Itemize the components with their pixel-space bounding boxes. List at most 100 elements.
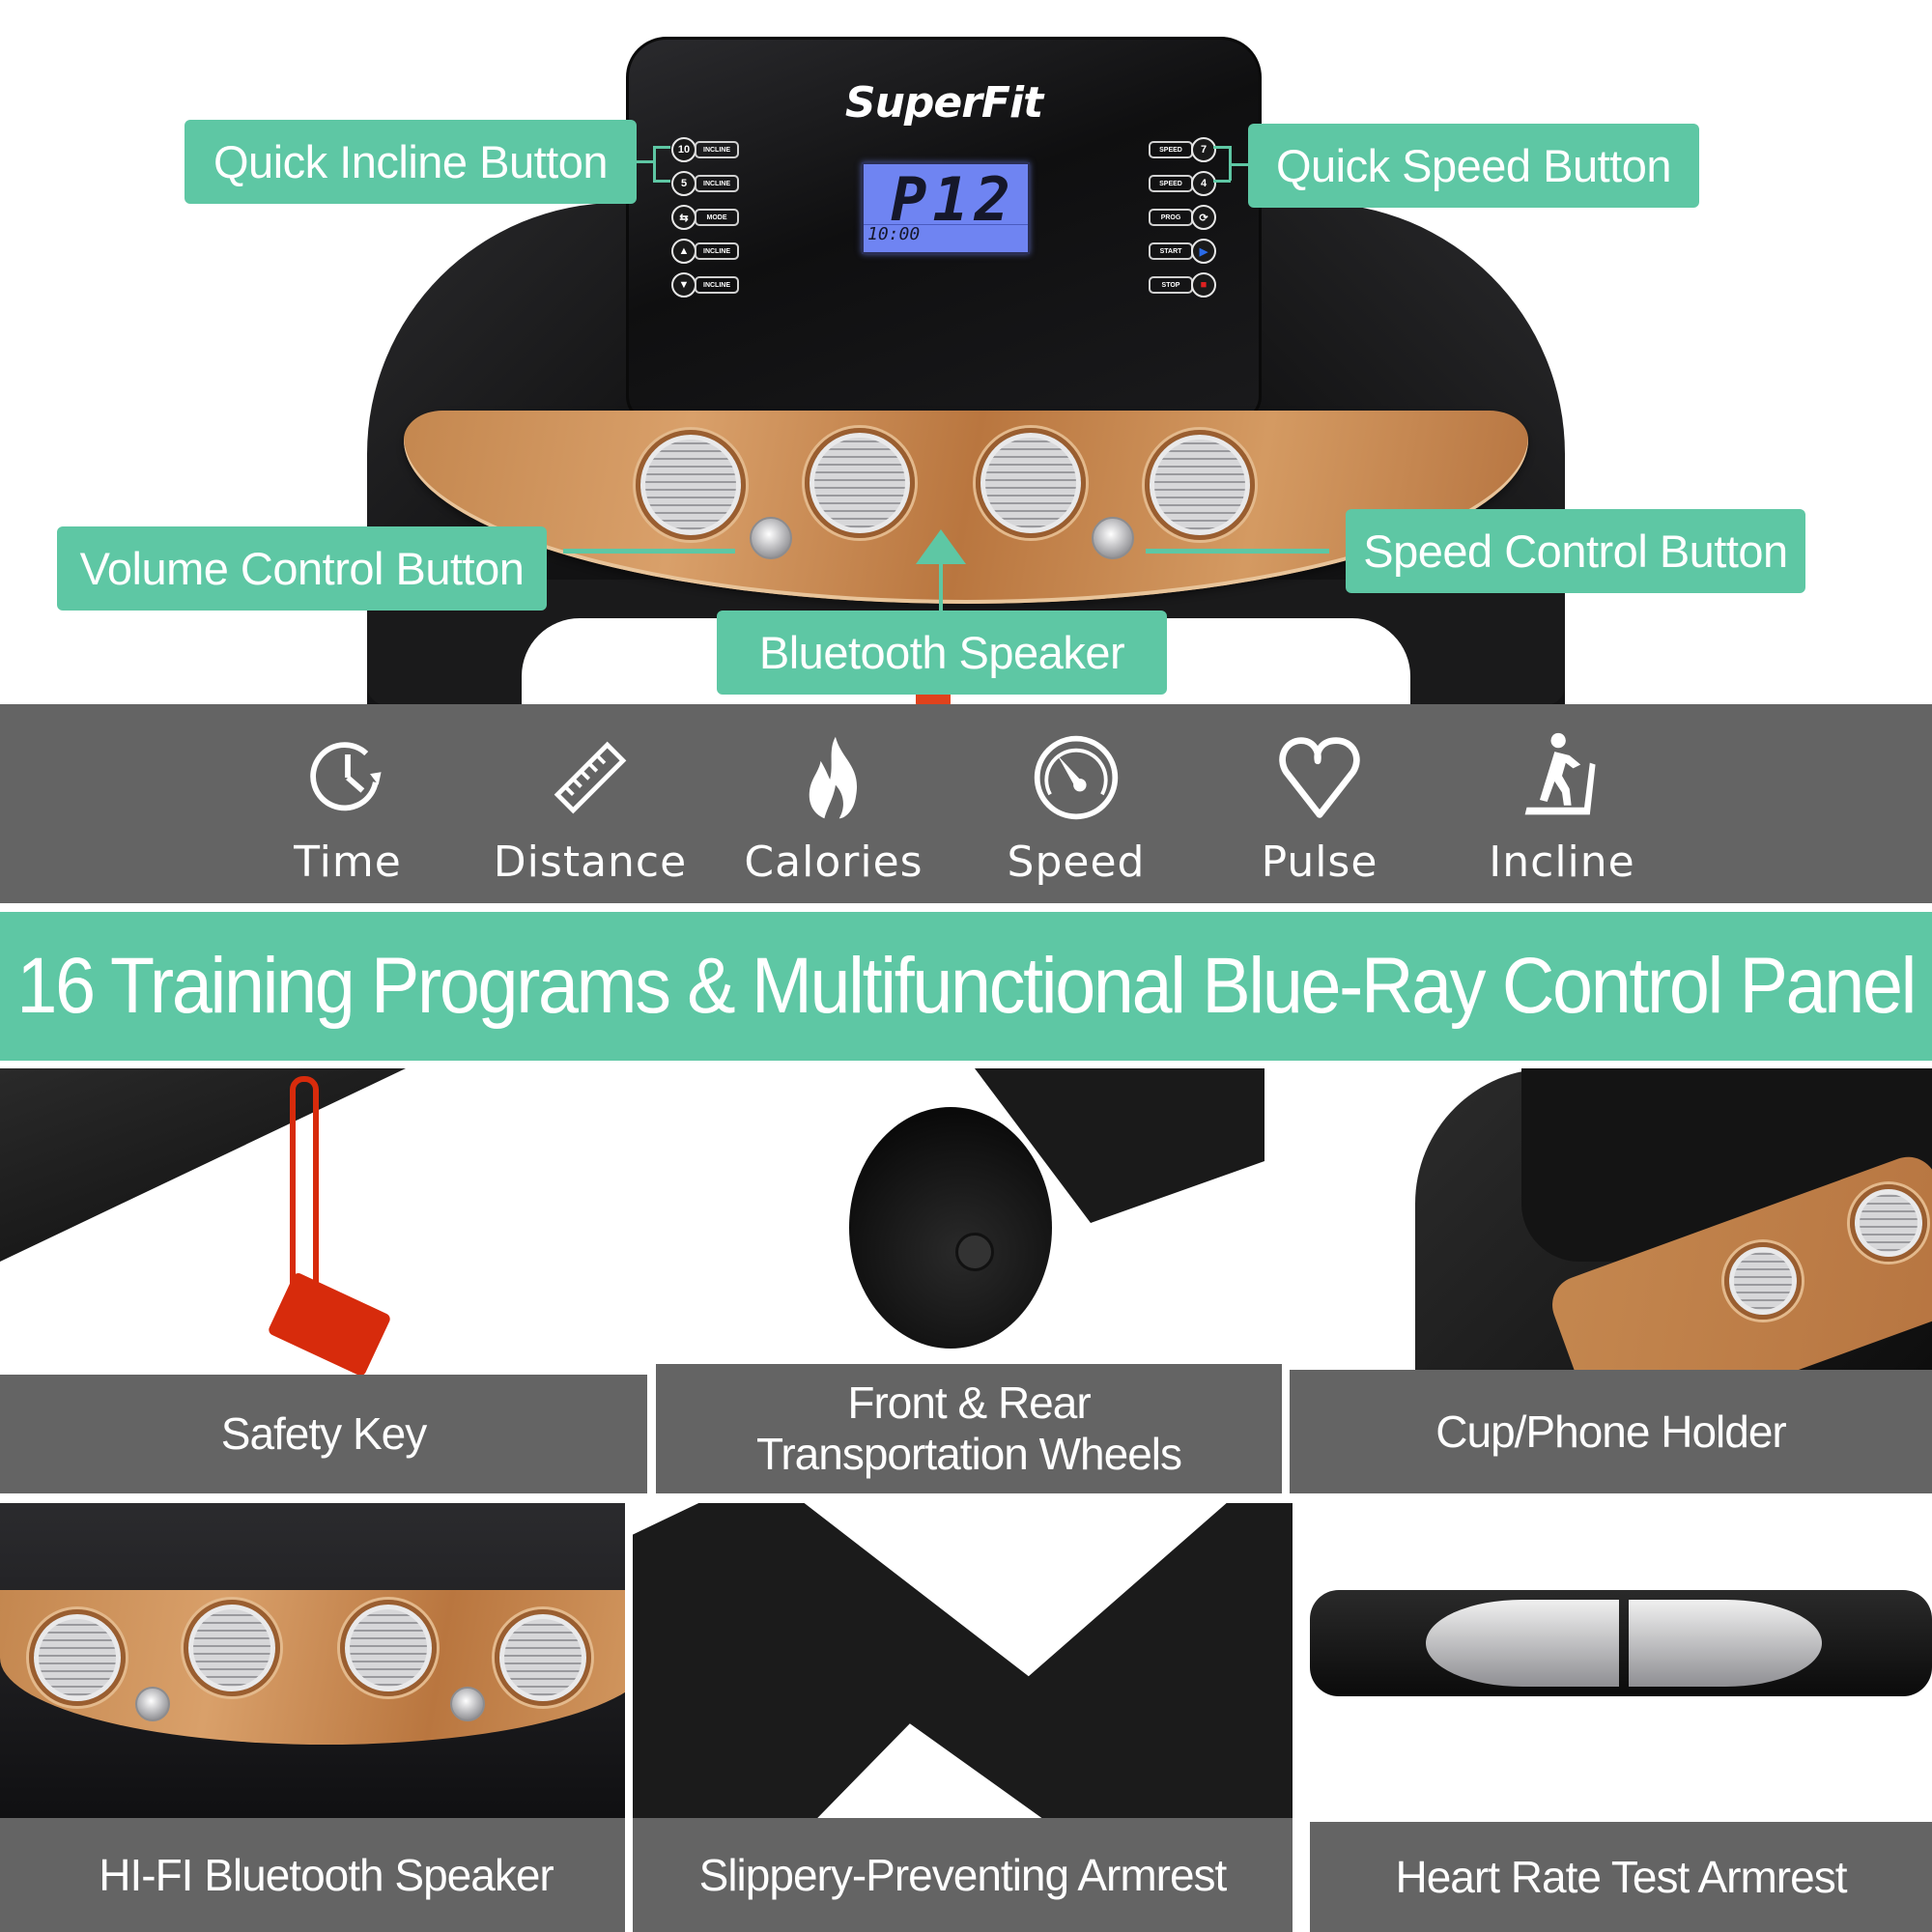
feature-caption: Cup/Phone Holder xyxy=(1290,1370,1932,1493)
caption-text: Safety Key xyxy=(220,1408,427,1460)
button-pill: INCLINE xyxy=(695,175,739,192)
button-pill: INCLINE xyxy=(695,276,739,294)
leader-line xyxy=(653,146,670,149)
feature-tile-wheels: Front & Rear Transportation Wheels xyxy=(656,1068,1282,1493)
button-pill: SPEED xyxy=(1149,141,1193,158)
clock-icon xyxy=(310,742,382,811)
feature-caption: Slippery-Preventing Armrest xyxy=(633,1818,1293,1932)
caption-text: Cup/Phone Holder xyxy=(1435,1406,1786,1457)
button-pill: INCLINE xyxy=(695,242,739,260)
armrest-frame xyxy=(633,1503,1293,1818)
leader-line xyxy=(653,180,670,183)
button-circle: 7 xyxy=(1191,137,1216,162)
stop-button[interactable]: STOP ■ xyxy=(1149,272,1216,298)
leader-line xyxy=(1146,549,1329,554)
speedometer-icon xyxy=(1034,735,1119,820)
arrow-up-icon: ▲ xyxy=(671,239,696,264)
caption-line-1: Front & Rear xyxy=(847,1378,1091,1429)
banner-top-gap xyxy=(0,903,1932,911)
callout-label: Quick Incline Button xyxy=(213,136,609,187)
quick-incline-10-button[interactable]: 10 INCLINE xyxy=(671,137,739,162)
feature-tile-armrest: Slippery-Preventing Armrest xyxy=(633,1503,1293,1932)
speaker-grille xyxy=(495,1609,591,1706)
button-circle: 5 xyxy=(671,171,696,196)
wheel-bolt xyxy=(955,1233,994,1271)
speaker-grille-3 xyxy=(976,428,1086,538)
hifi-speaker-photo xyxy=(0,1503,652,1818)
leader-line xyxy=(637,160,654,163)
brand-logo: SuperFit xyxy=(844,78,1043,128)
metric-pulse: Pulse xyxy=(1223,704,1416,903)
metric-label: Distance xyxy=(493,838,688,887)
pulse-sensor-right xyxy=(1629,1600,1822,1687)
callout-speed-control: Speed Control Button xyxy=(1346,509,1805,593)
lcd-program-readout: P12 xyxy=(891,164,1016,235)
grid-divider xyxy=(0,1493,1932,1503)
leader-line xyxy=(563,549,735,554)
quick-speed-7-button[interactable]: SPEED 7 xyxy=(1149,137,1216,162)
button-pill: MODE xyxy=(695,209,739,226)
button-pill: STOP xyxy=(1149,276,1193,294)
feature-tile-cup-holder: Cup/Phone Holder xyxy=(1290,1068,1932,1493)
start-button[interactable]: START ▶ xyxy=(1149,239,1216,264)
speed-control-knob[interactable] xyxy=(1092,517,1134,559)
metric-speed: Speed xyxy=(980,704,1173,903)
metric-label: Time xyxy=(294,838,402,887)
speaker-grille xyxy=(340,1600,437,1696)
volume-control-knob[interactable] xyxy=(750,517,792,559)
treadmill-runner-icon xyxy=(1524,732,1596,815)
feature-caption: HI-FI Bluetooth Speaker xyxy=(0,1818,652,1932)
control-panel: SuperFit P12 10:00 10 INCLINE 5 INCLINE … xyxy=(626,37,1262,423)
speaker-grille-2 xyxy=(805,428,915,538)
handlebar xyxy=(1310,1590,1932,1696)
metric-distance: Distance xyxy=(494,704,687,903)
armrest-photo xyxy=(633,1503,1293,1818)
mode-icon: ⇆ xyxy=(671,205,696,230)
metric-label: Incline xyxy=(1489,838,1635,887)
callout-label: Volume Control Button xyxy=(79,543,525,594)
speaker-grille-1 xyxy=(636,430,746,540)
caption-text: Slippery-Preventing Armrest xyxy=(698,1849,1228,1900)
metric-time: Time xyxy=(251,704,444,903)
button-pill: INCLINE xyxy=(695,141,739,158)
incline-down-button[interactable]: ▼ INCLINE xyxy=(671,272,739,298)
program-button[interactable]: PROG ⟳ xyxy=(1149,205,1216,230)
frame-shadow xyxy=(0,1068,406,1262)
speaker-grille xyxy=(1850,1184,1927,1262)
leader-line xyxy=(1213,180,1231,183)
leader-line xyxy=(1231,163,1248,166)
incline-up-button[interactable]: ▲ INCLINE xyxy=(671,239,739,264)
mode-button[interactable]: ⇆ MODE xyxy=(671,205,739,230)
speed-knob xyxy=(450,1687,485,1721)
metrics-strip: Time Distance Calories Speed xyxy=(0,704,1932,903)
button-circle: 10 xyxy=(671,137,696,162)
lcd-display: P12 10:00 xyxy=(862,162,1030,254)
feature-tile-safety-key: Safety Key xyxy=(0,1068,647,1493)
grid-divider xyxy=(1293,1503,1310,1932)
arrow-up-icon xyxy=(916,529,966,564)
metric-label: Calories xyxy=(744,838,923,887)
feature-tile-hifi-speaker: HI-FI Bluetooth Speaker xyxy=(0,1503,652,1932)
button-pill: SPEED xyxy=(1149,175,1193,192)
caption-line-2: Transportation Wheels xyxy=(755,1429,1182,1479)
play-icon: ▶ xyxy=(1191,239,1216,264)
metric-incline: Incline xyxy=(1465,704,1659,903)
heart-icon xyxy=(1279,737,1360,818)
lcd-time-readout: 10:00 xyxy=(867,224,921,244)
speaker-grille xyxy=(1724,1242,1802,1320)
headline-text: 16 Training Programs & Multifunctional B… xyxy=(16,942,1918,1030)
speaker-grille-4 xyxy=(1145,430,1255,540)
callout-quick-speed: Quick Speed Button xyxy=(1248,124,1699,208)
callout-label: Speed Control Button xyxy=(1363,526,1788,577)
quick-speed-4-button[interactable]: SPEED 4 xyxy=(1149,171,1216,196)
cup-holder-photo xyxy=(1290,1068,1932,1442)
button-pill: START xyxy=(1149,242,1193,260)
caption-text: Heart Rate Test Armrest xyxy=(1395,1851,1848,1902)
quick-incline-5-button[interactable]: 5 INCLINE xyxy=(671,171,739,196)
pulse-sensor-left xyxy=(1426,1600,1619,1687)
stop-icon: ■ xyxy=(1191,272,1216,298)
leader-line xyxy=(1213,146,1231,149)
red-safety-cord xyxy=(290,1076,319,1298)
arrow-down-icon: ▼ xyxy=(671,272,696,298)
feature-caption: Front & Rear Transportation Wheels xyxy=(656,1364,1282,1493)
